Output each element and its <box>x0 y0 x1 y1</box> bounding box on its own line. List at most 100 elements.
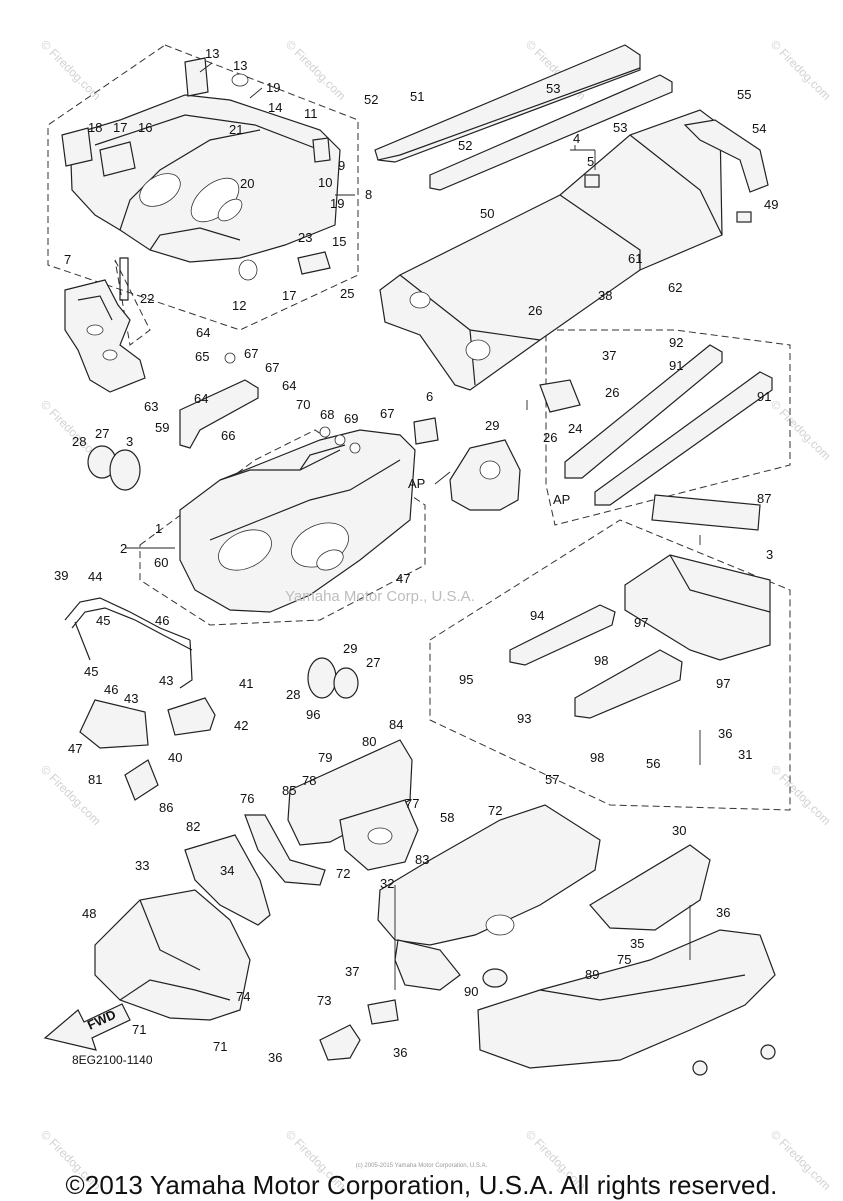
rear-cover-assembly <box>509 494 771 719</box>
callout: 37 <box>602 348 616 363</box>
rear-bracket <box>683 119 769 223</box>
callout: 23 <box>298 230 312 245</box>
callout: 80 <box>362 734 376 749</box>
callout: 52 <box>364 92 378 107</box>
callout: 12 <box>232 298 246 313</box>
callout: 8 <box>365 187 372 202</box>
callout: 55 <box>737 87 751 102</box>
callout: 71 <box>213 1039 227 1054</box>
callout: 42 <box>234 718 248 733</box>
callout: 39 <box>54 568 68 583</box>
callout: 33 <box>135 858 149 873</box>
callout: 70 <box>296 397 310 412</box>
callout: 95 <box>459 672 473 687</box>
callout: 76 <box>240 791 254 806</box>
callout: 94 <box>530 608 544 623</box>
nose-pan <box>94 889 251 1021</box>
footer-copyright: ©2013 Yamaha Motor Corporation, U.S.A. A… <box>65 1170 778 1200</box>
callout: 53 <box>546 81 560 96</box>
callout: 97 <box>634 615 648 630</box>
catalog-code: 8EG2100-1140 <box>72 1053 153 1067</box>
tunnel-and-rails <box>374 44 723 391</box>
callout: 3 <box>766 547 773 562</box>
belly-pan <box>377 804 601 991</box>
callout: 28 <box>286 687 300 702</box>
svg-text:© Firedog.com: © Firedog.com <box>768 37 834 103</box>
callout: 91 <box>669 358 683 373</box>
stiffener-bars <box>564 344 773 506</box>
main-frame <box>179 429 416 613</box>
callout: 59 <box>155 420 169 435</box>
callout: 98 <box>594 653 608 668</box>
ap-label: AP <box>553 492 570 507</box>
callout: 48 <box>82 906 96 921</box>
callout: 73 <box>317 993 331 1008</box>
callout: 22 <box>140 291 154 306</box>
callout: 60 <box>154 555 168 570</box>
callout-numbers: 13 13 19 14 11 18 17 16 21 9 10 20 8 19 … <box>54 46 778 1065</box>
callout: 20 <box>240 176 254 191</box>
callout: 96 <box>306 707 320 722</box>
callout: 45 <box>84 664 98 679</box>
callout: 46 <box>104 682 118 697</box>
callout: 46 <box>155 613 169 628</box>
callout: 53 <box>613 120 627 135</box>
callout: 41 <box>239 676 253 691</box>
callout: 68 <box>320 407 334 422</box>
callout: 98 <box>590 750 604 765</box>
callout: 3 <box>126 434 133 449</box>
boots <box>87 445 359 699</box>
callout: 27 <box>366 655 380 670</box>
callout: 50 <box>480 206 494 221</box>
callout: 93 <box>517 711 531 726</box>
callout: 78 <box>302 773 316 788</box>
callout: 15 <box>332 234 346 249</box>
callout: 27 <box>95 426 109 441</box>
callout: 36 <box>718 726 732 741</box>
callout: 62 <box>668 280 682 295</box>
side-panels <box>184 739 419 926</box>
callout: 31 <box>738 747 752 762</box>
callout: 35 <box>630 936 644 951</box>
callout: 29 <box>485 418 499 433</box>
callout: 82 <box>186 819 200 834</box>
small-brackets <box>319 999 399 1061</box>
callout: 83 <box>415 852 429 867</box>
callout: 67 <box>265 360 279 375</box>
callout: 74 <box>236 989 250 1004</box>
callout: 44 <box>88 569 102 584</box>
callout: 61 <box>628 251 642 266</box>
callout: 51 <box>410 89 424 104</box>
callout: 17 <box>282 288 296 303</box>
side-bracket <box>413 379 581 511</box>
callout: 67 <box>380 406 394 421</box>
svg-text:© Firedog.com: © Firedog.com <box>283 37 349 103</box>
callout: 11 <box>304 106 318 121</box>
callout: 45 <box>96 613 110 628</box>
callout: 85 <box>282 783 296 798</box>
callout: 43 <box>124 691 138 706</box>
svg-text:© Firedog.com: © Firedog.com <box>768 762 834 828</box>
callout: 52 <box>458 138 472 153</box>
callout: 36 <box>716 905 730 920</box>
callout: 26 <box>528 303 542 318</box>
upper-front-frame <box>61 57 341 301</box>
callout: 40 <box>168 750 182 765</box>
callout: 17 <box>113 120 127 135</box>
callout: 6 <box>426 389 433 404</box>
callout: 64 <box>196 325 210 340</box>
callout: 2 <box>120 541 127 556</box>
callout: 57 <box>545 772 559 787</box>
callout: 37 <box>345 964 359 979</box>
callout: 16 <box>138 120 152 135</box>
svg-text:© Firedog.com: © Firedog.com <box>768 397 834 463</box>
callout: 91 <box>757 389 771 404</box>
callout: 69 <box>344 411 358 426</box>
callout: 47 <box>68 741 82 756</box>
callout: 71 <box>132 1022 146 1037</box>
fwd-arrow: FWD <box>43 1003 131 1051</box>
callout: 19 <box>266 80 280 95</box>
callout: 79 <box>318 750 332 765</box>
callout: 90 <box>464 984 478 999</box>
